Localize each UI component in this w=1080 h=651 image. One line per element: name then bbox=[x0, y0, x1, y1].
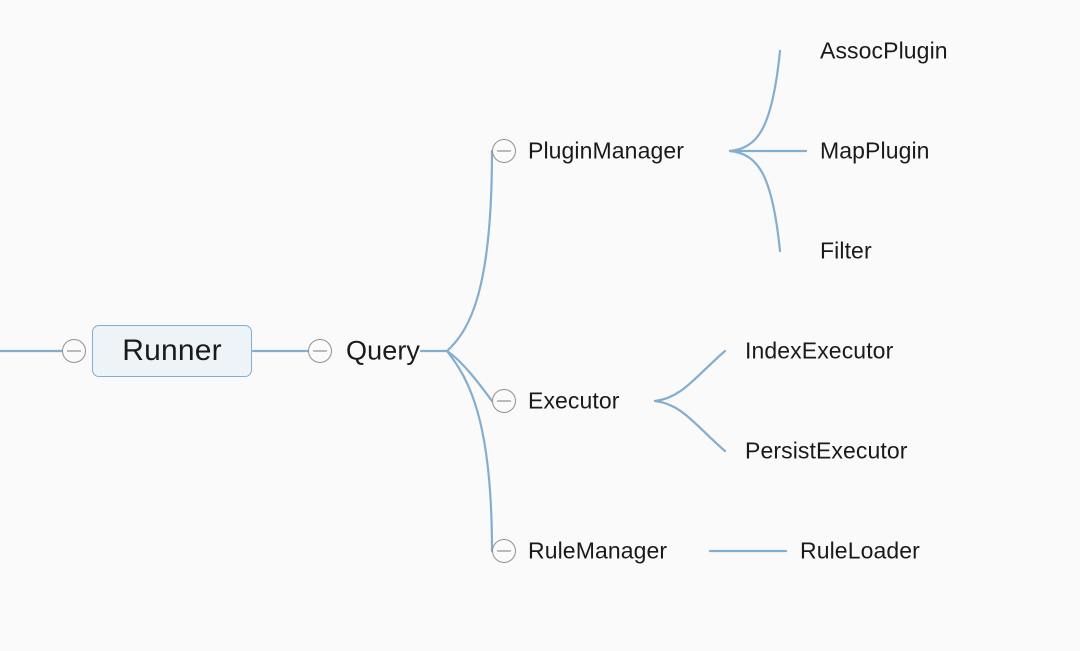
collapse-minus-icon-executor[interactable] bbox=[492, 389, 516, 413]
node-label-assocplugin[interactable]: AssocPlugin bbox=[820, 37, 948, 64]
node-label-mapplugin[interactable]: MapPlugin bbox=[820, 137, 930, 164]
root-node-runner[interactable]: Runner bbox=[92, 325, 252, 377]
collapse-minus-icon-rulemanager[interactable] bbox=[492, 539, 516, 563]
edge-executor-to-indexexecutor bbox=[653, 349, 727, 403]
edge-query-to-executor bbox=[445, 349, 494, 403]
node-label-indexexecutor[interactable]: IndexExecutor bbox=[745, 337, 894, 364]
collapse-minus-icon-query[interactable] bbox=[308, 339, 332, 363]
edge-pluginmanager-to-filter bbox=[728, 149, 782, 253]
node-label-query[interactable]: Query bbox=[346, 335, 421, 366]
edge-query-to-pluginmanager bbox=[445, 149, 494, 353]
edge-executor-to-persistexecutor bbox=[653, 399, 727, 453]
node-label-ruleloader[interactable]: RuleLoader bbox=[800, 537, 920, 564]
node-label-rulemanager[interactable]: RuleManager bbox=[528, 537, 668, 564]
root-node-label: Runner bbox=[122, 334, 222, 367]
edge-pluginmanager-to-assocplugin bbox=[728, 49, 782, 153]
edge-query-to-rulemanager bbox=[445, 349, 494, 553]
node-label-executor[interactable]: Executor bbox=[528, 387, 620, 414]
collapse-minus-icon-root[interactable] bbox=[62, 339, 86, 363]
node-label-persistexecutor[interactable]: PersistExecutor bbox=[745, 437, 908, 464]
collapse-minus-icon-pluginmanager[interactable] bbox=[492, 139, 516, 163]
node-label-filter[interactable]: Filter bbox=[820, 237, 872, 264]
node-label-pluginmanager[interactable]: PluginManager bbox=[528, 137, 685, 164]
